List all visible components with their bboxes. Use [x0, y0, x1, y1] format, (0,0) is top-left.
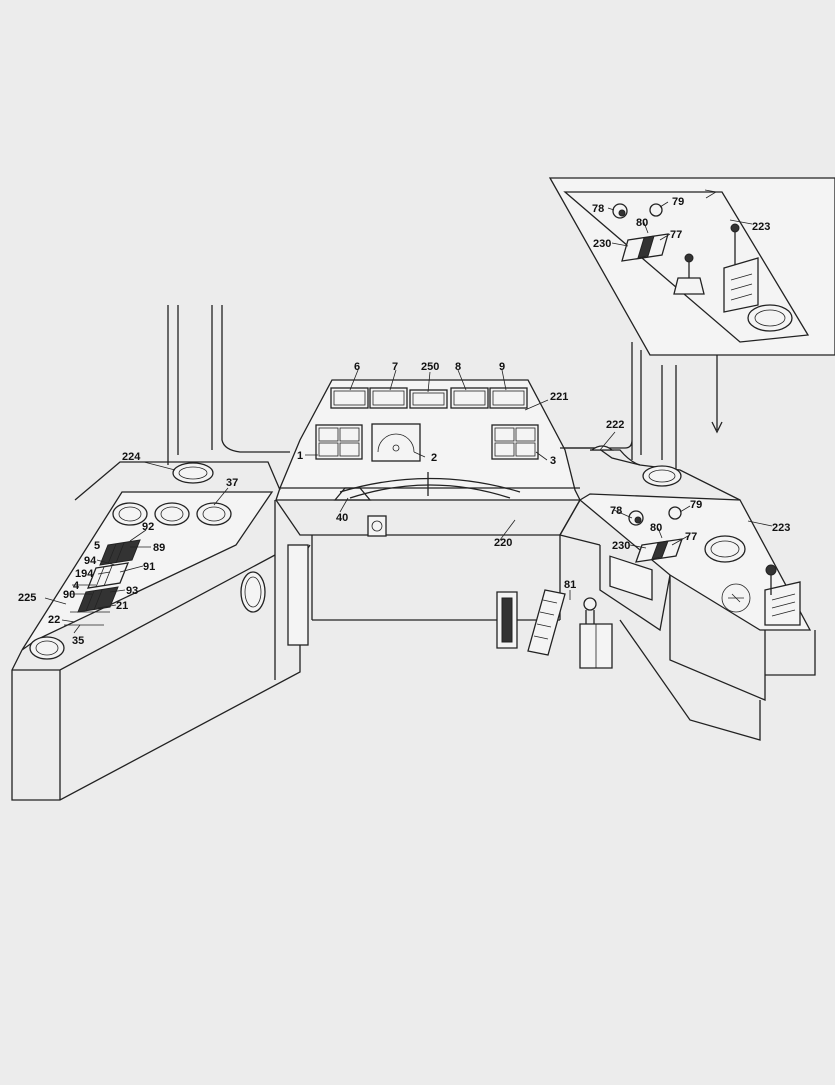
- label-22: 22: [48, 614, 60, 626]
- switch-bank: [64, 539, 141, 626]
- label-9: 9: [499, 361, 505, 373]
- vent-37c: [196, 502, 232, 526]
- inset-label-230: 230: [593, 238, 611, 250]
- label-223: 223: [772, 522, 790, 534]
- label-5: 5: [94, 540, 100, 552]
- leader-lines: [44, 201, 773, 634]
- joystick-control: [764, 564, 801, 626]
- label-78: 78: [610, 505, 622, 517]
- label-79: 79: [690, 499, 702, 511]
- label-37: 37: [226, 477, 238, 489]
- label-89: 89: [153, 542, 165, 554]
- label-77: 77: [685, 531, 697, 543]
- speedometer-2: [371, 423, 421, 462]
- vent-37b: [154, 502, 190, 526]
- label-91: 91: [143, 561, 155, 573]
- label-81: 81: [564, 579, 576, 591]
- label-8: 8: [455, 361, 461, 373]
- inset-label-223: 223: [752, 221, 770, 233]
- inset-pointer-arrow: [711, 355, 723, 434]
- right-vent: [704, 535, 746, 563]
- label-224: 224: [122, 451, 141, 463]
- inset-label-78: 78: [592, 203, 604, 215]
- control-lever-81: [579, 597, 613, 669]
- vent-37a: [112, 502, 148, 526]
- left-console: [11, 461, 311, 801]
- instrument-console: [275, 379, 582, 536]
- label-250: 250: [421, 361, 439, 373]
- inset-lever-bank: [723, 223, 759, 313]
- gauge-module-7: [369, 387, 408, 409]
- label-90: 90: [63, 589, 75, 601]
- gauge-cluster-3: [491, 424, 539, 460]
- label-92: 92: [142, 521, 154, 533]
- right-console: [559, 445, 816, 741]
- vent-224: [172, 462, 214, 484]
- brake-pedal: [496, 591, 518, 649]
- storage-compartment: [609, 555, 653, 601]
- label-1: 1: [297, 450, 303, 462]
- label-94: 94: [84, 555, 97, 567]
- label-230: 230: [612, 540, 630, 552]
- label-3: 3: [550, 455, 556, 467]
- detail-inset: [548, 177, 835, 356]
- gauge-module-8: [450, 387, 489, 409]
- label-2: 2: [431, 452, 437, 464]
- gauge-cluster-1: [315, 424, 363, 460]
- label-4: 4: [73, 580, 80, 592]
- callout-labels: 6 7 250 8 9 221 222 224 1 2 3 37 40 220 …: [18, 196, 790, 647]
- label-21: 21: [116, 600, 128, 612]
- inset-label-80: 80: [636, 217, 648, 229]
- steering-column: [311, 487, 561, 621]
- label-40: 40: [336, 512, 348, 524]
- label-7: 7: [392, 361, 398, 373]
- inset-joystick: [673, 253, 705, 295]
- label-221: 221: [550, 391, 568, 403]
- vent-225: [29, 636, 65, 660]
- left-pillar: [167, 305, 290, 465]
- label-6: 6: [354, 361, 360, 373]
- label-225: 225: [18, 592, 36, 604]
- label-222: 222: [606, 419, 624, 431]
- inset-knob-79: [649, 203, 663, 217]
- inset-label-79: 79: [672, 196, 684, 208]
- inset-label-77: 77: [670, 229, 682, 241]
- steering-wheel: [339, 477, 521, 499]
- label-80: 80: [650, 522, 662, 534]
- right-pillar: [560, 342, 677, 470]
- gauge-module-9: [489, 387, 528, 409]
- label-194: 194: [75, 568, 94, 580]
- knob-79: [668, 506, 682, 520]
- label-93: 93: [126, 585, 138, 597]
- accelerator-pedal: [527, 589, 566, 656]
- label-35: 35: [72, 635, 84, 647]
- gauge-module-6: [330, 387, 369, 409]
- vent-222: [642, 465, 682, 487]
- label-220: 220: [494, 537, 512, 549]
